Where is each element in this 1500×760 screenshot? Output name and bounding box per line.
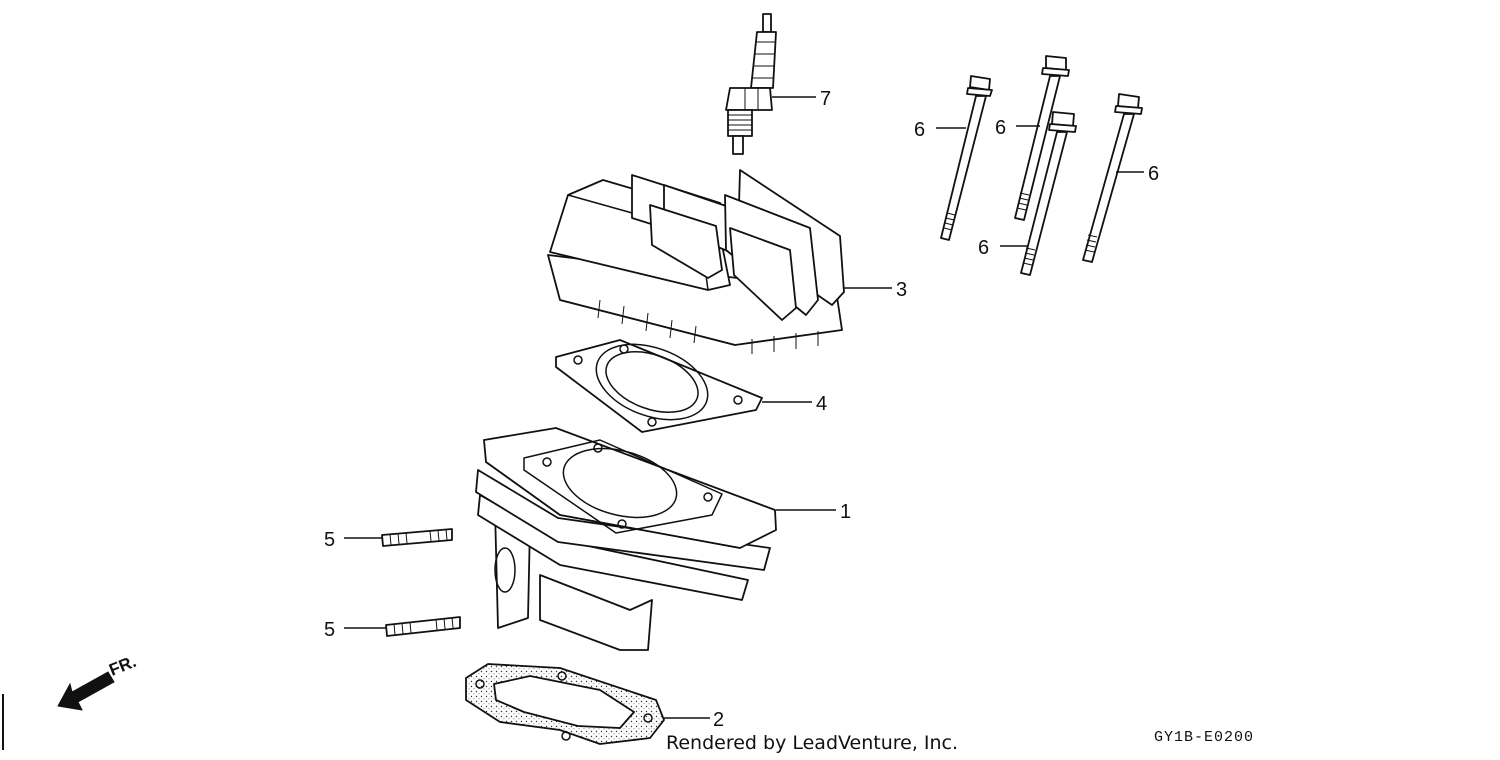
bolt-b[interactable]: [1014, 55, 1070, 221]
stud-upper[interactable]: [381, 528, 453, 547]
callout-3: 3: [896, 279, 907, 301]
front-direction-label: FR.: [106, 652, 139, 680]
bolt-c[interactable]: [1020, 111, 1077, 276]
credit-text: Rendered by LeadVenture, Inc.: [666, 732, 958, 754]
callout-5-lower: 5: [324, 619, 335, 641]
callout-6-b: 6: [995, 117, 1006, 139]
callout-2: 2: [713, 709, 724, 731]
head-gasket[interactable]: [555, 330, 763, 434]
callout-6-a: 6: [914, 119, 925, 141]
front-direction-arrow-icon: [57, 671, 115, 711]
callout-4: 4: [816, 393, 827, 415]
callout-1: 1: [840, 501, 851, 523]
bolt-a[interactable]: [940, 75, 993, 241]
stud-lower[interactable]: [385, 616, 461, 637]
callout-6-d: 6: [1148, 163, 1159, 185]
cylinder-head[interactable]: [547, 169, 845, 354]
callout-7: 7: [820, 88, 831, 110]
callout-5-upper: 5: [324, 529, 335, 551]
cylinder[interactable]: [475, 427, 777, 651]
bolt-d[interactable]: [1082, 93, 1143, 263]
spark-plug[interactable]: [725, 13, 777, 155]
base-gasket[interactable]: [465, 663, 665, 745]
diagram-code: GY1B-E0200: [1154, 729, 1254, 746]
callout-6-c: 6: [978, 237, 989, 259]
